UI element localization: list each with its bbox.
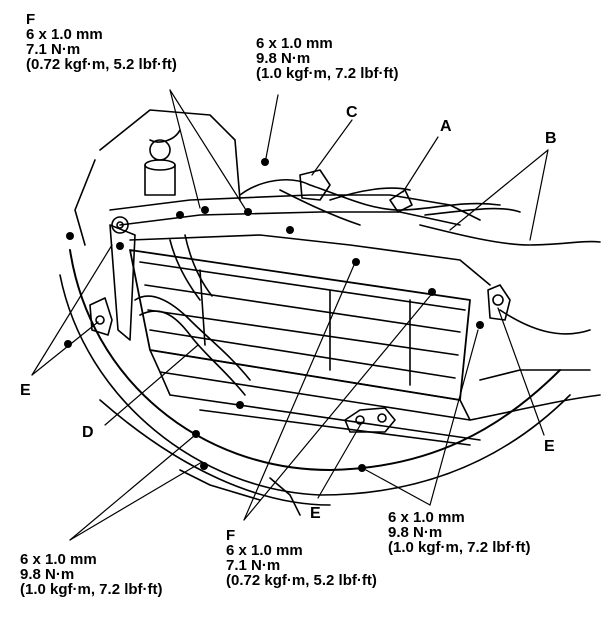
label-a: A [440, 118, 452, 135]
spec-alt-units: (1.0 kgf·m, 7.2 lbf·ft) [20, 581, 163, 598]
label-b: B [545, 130, 557, 147]
torque-spec-bottom-center: F 6 x 1.0 mm 7.1 N·m (0.72 kgf·m, 5.2 lb… [226, 528, 377, 588]
label-c: C [346, 104, 358, 121]
lower-crossbar [149, 349, 471, 421]
wire-harness [239, 179, 501, 211]
spec-torque: 7.1 N·m [26, 41, 81, 58]
spec-alt-units: (0.72 kgf·m, 5.2 lbf·ft) [226, 572, 377, 589]
spec-alt-units: (0.72 kgf·m, 5.2 lbf·ft) [26, 56, 177, 73]
bolts [64, 158, 484, 472]
part-c [299, 169, 331, 201]
right-side-wire [419, 224, 601, 246]
left-bracket [109, 224, 136, 341]
body-outer-curve [69, 249, 561, 471]
torque-spec-bottom-right: 6 x 1.0 mm 9.8 N·m (1.0 kgf·m, 7.2 lbf·f… [388, 510, 531, 555]
body-lower-line [99, 399, 331, 506]
spec-alt-units: (1.0 kgf·m, 7.2 lbf·ft) [388, 539, 531, 556]
hose-d [134, 295, 251, 381]
torque-spec-top-left: F 6 x 1.0 mm 7.1 N·m (0.72 kgf·m, 5.2 lb… [26, 12, 177, 72]
spec-size: 6 x 1.0 mm [20, 551, 97, 568]
label-e-bottom: E [310, 505, 321, 522]
spec-letter: F [226, 527, 236, 544]
label-d: D [82, 424, 94, 441]
spec-torque: 9.8 N·m [388, 524, 443, 541]
right-fender [499, 309, 591, 335]
label-e-right: E [544, 438, 555, 455]
bottom-bracket [344, 407, 396, 433]
spec-size: 6 x 1.0 mm [26, 26, 103, 43]
spec-alt-units: (1.0 kgf·m, 7.2 lbf·ft) [256, 65, 399, 82]
body-outer-curve-2 [59, 274, 571, 496]
spec-size: 6 x 1.0 mm [388, 509, 465, 526]
spec-torque: 7.1 N·m [226, 557, 281, 574]
connector-a [389, 189, 413, 213]
torque-spec-top-center: 6 x 1.0 mm 9.8 N·m (1.0 kgf·m, 7.2 lbf·f… [256, 36, 399, 81]
label-e-left: E [20, 382, 31, 399]
leader-lines [31, 89, 549, 541]
left-lower-bracket [89, 297, 113, 336]
spec-letter: F [26, 11, 36, 28]
left-fender [99, 109, 241, 201]
right-bracket [487, 284, 511, 321]
spec-torque: 9.8 N·m [20, 566, 75, 583]
spec-size: 6 x 1.0 mm [226, 542, 303, 559]
spec-torque: 9.8 N·m [256, 50, 311, 67]
torque-spec-bottom-left: 6 x 1.0 mm 9.8 N·m (1.0 kgf·m, 7.2 lbf·f… [20, 552, 163, 597]
upper-frame [109, 194, 481, 221]
spec-size: 6 x 1.0 mm [256, 35, 333, 52]
reservoir-cap [149, 139, 171, 161]
